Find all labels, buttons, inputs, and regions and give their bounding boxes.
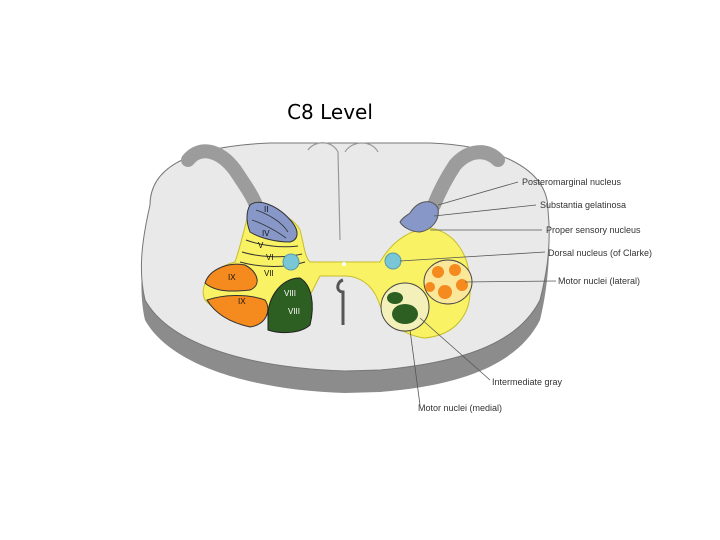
leader-lines bbox=[399, 181, 557, 406]
dorsal-root-right bbox=[427, 145, 505, 212]
lamina-label-vi: VI bbox=[266, 253, 274, 262]
lamina-label-ix-lower: IX bbox=[238, 297, 246, 306]
diagram-title: C8 Level bbox=[287, 100, 373, 124]
right-dorsal-nucleus-clarke bbox=[384, 252, 402, 270]
anterior-median-fissure bbox=[336, 278, 345, 325]
lamina-label-ix-upper: IX bbox=[228, 273, 236, 282]
left-dorsal-horn-laminae bbox=[246, 201, 298, 243]
lamina-label-vii: VII bbox=[264, 269, 274, 278]
label-substantia-gelatinosa: Substantia gelatinosa bbox=[540, 200, 626, 210]
label-dorsal-nucleus-clarke: Dorsal nucleus (of Clarke) bbox=[548, 248, 652, 258]
label-motor-nuclei-medial: Motor nuclei (medial) bbox=[418, 403, 502, 413]
label-intermediate-gray: Intermediate gray bbox=[492, 377, 563, 387]
lamina-label-viii-upper: VIII bbox=[284, 289, 296, 298]
left-motor-nuclei-lateral bbox=[204, 263, 258, 292]
dorsal-root-left bbox=[181, 144, 263, 212]
lamina-label-viii-lower: VIII bbox=[288, 307, 300, 316]
white-matter bbox=[140, 142, 550, 372]
label-motor-nuclei-lateral: Motor nuclei (lateral) bbox=[558, 276, 640, 286]
label-proper-sensory-nucleus: Proper sensory nucleus bbox=[546, 225, 641, 235]
left-lamina-viii bbox=[267, 277, 313, 334]
lamina-label-ii: II bbox=[264, 205, 268, 214]
right-dorsal-horn-laminae bbox=[399, 201, 439, 233]
lamina-label-v: V bbox=[258, 241, 264, 250]
lamina-label-iv: IV bbox=[262, 229, 270, 238]
dorsal-columns bbox=[307, 142, 379, 241]
central-canal bbox=[342, 262, 346, 266]
left-motor-nuclei-ix-lower bbox=[206, 295, 269, 328]
label-posteromarginal-nucleus: Posteromarginal nucleus bbox=[522, 177, 622, 187]
left-dorsal-nucleus-clarke bbox=[282, 253, 300, 271]
